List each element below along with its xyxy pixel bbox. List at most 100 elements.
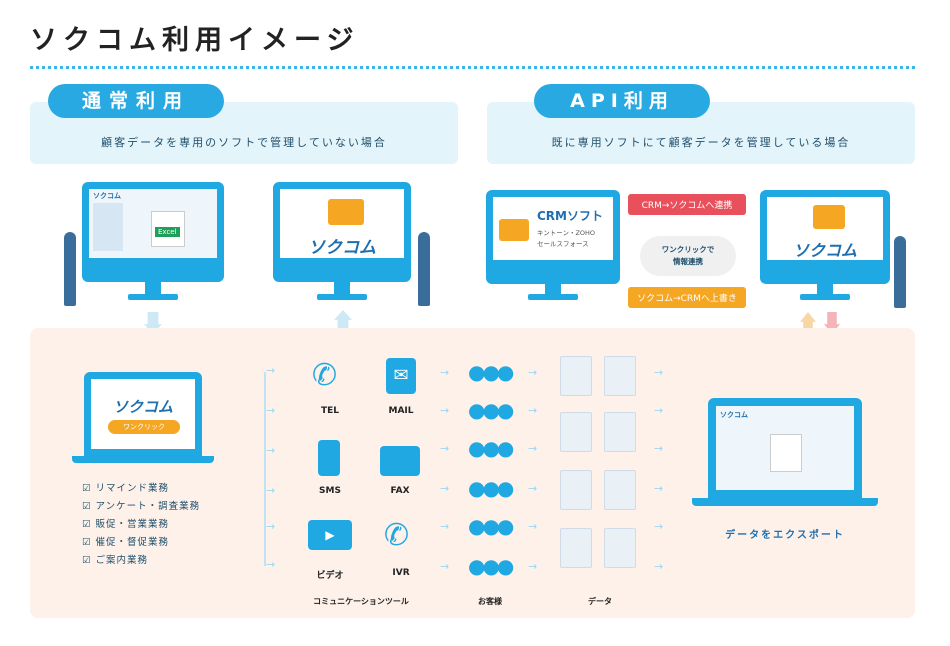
flow-arrow-icon: → bbox=[440, 404, 450, 417]
data-document-icon bbox=[604, 356, 636, 396]
export-file-icon bbox=[770, 434, 802, 472]
folder-icon bbox=[499, 219, 529, 241]
flow-arrow-icon: → bbox=[528, 442, 538, 455]
cloud-text-1: ワンクリックで bbox=[661, 245, 715, 254]
laptop-export: ソクコム bbox=[708, 398, 862, 498]
sync-cloud bbox=[640, 236, 736, 276]
flow-arrow-icon: → bbox=[528, 560, 538, 573]
monitor-stand bbox=[817, 284, 833, 296]
fax-icon bbox=[380, 446, 420, 476]
monitor-stand bbox=[334, 282, 350, 296]
brand-mini-label: ソクコム bbox=[720, 411, 748, 419]
task-item: ☑ ご案内業務 bbox=[82, 555, 149, 566]
laptop-base bbox=[692, 498, 878, 506]
flow-arrow-icon: → bbox=[440, 560, 450, 573]
monitor-base bbox=[128, 294, 178, 300]
crm-sub-2: セールスフォース bbox=[537, 240, 589, 248]
normal-use-pill: 通常利用 bbox=[48, 84, 224, 118]
title-divider bbox=[30, 66, 915, 69]
page-title: ソクコム利用イメージ bbox=[30, 25, 360, 56]
branch-arrow-icon: → bbox=[266, 484, 276, 497]
monitor-base bbox=[800, 294, 850, 300]
brand-logo: ソクコム bbox=[308, 238, 376, 258]
flow-arrow-icon: → bbox=[440, 482, 450, 495]
flow-arrow-icon: → bbox=[654, 366, 664, 379]
folder-icon bbox=[328, 199, 364, 225]
branch-arrow-icon: → bbox=[266, 404, 276, 417]
customers-caption: お客様 bbox=[478, 597, 502, 606]
monitor-base bbox=[317, 294, 367, 300]
data-document-icon bbox=[604, 412, 636, 452]
sokucom-to-crm-badge: ソクコム→CRMへ上書き bbox=[628, 287, 746, 308]
person-figure bbox=[418, 232, 430, 306]
cloud-text-2: 情報連携 bbox=[673, 257, 703, 266]
mail-icon: ✉ bbox=[386, 358, 416, 394]
data-document-icon bbox=[560, 528, 592, 568]
mail-label: MAIL bbox=[388, 406, 414, 416]
branch-arrow-icon: → bbox=[266, 444, 276, 457]
laptop-base bbox=[72, 456, 214, 463]
monitor-crm: CRMソフト キントーン・ZOHO セールスフォース bbox=[486, 190, 620, 300]
crm-sub-1: キントーン・ZOHO bbox=[537, 229, 596, 237]
export-label: データをエクスポート bbox=[725, 530, 845, 541]
monitor-base bbox=[528, 294, 578, 300]
sms-icon bbox=[318, 440, 340, 476]
api-use-desc: 既に専用ソフトにて顧客データを管理している場合 bbox=[551, 136, 851, 149]
flow-arrow-icon: → bbox=[440, 442, 450, 455]
ivr-label: IVR bbox=[392, 568, 410, 578]
branch-line bbox=[264, 372, 266, 566]
task-item: ☑ リマインド業務 bbox=[82, 483, 170, 494]
brand-logo: ソクコム bbox=[112, 398, 173, 416]
brand-mini-label: ソクコム bbox=[93, 192, 121, 200]
customers-icon: ●●● bbox=[468, 514, 514, 538]
monitor-sokucom-api: ソクコム bbox=[760, 190, 890, 300]
data-caption: データ bbox=[588, 597, 612, 606]
normal-use-desc: 顧客データを専用のソフトで管理していない場合 bbox=[101, 136, 387, 149]
api-use-pill: API利用 bbox=[534, 84, 710, 118]
flow-arrow-icon: → bbox=[654, 442, 664, 455]
fax-label: FAX bbox=[390, 486, 410, 496]
sms-label: SMS bbox=[319, 486, 341, 496]
data-document-icon bbox=[560, 356, 592, 396]
one-click-button[interactable]: ワンクリック bbox=[108, 420, 180, 434]
up-arrow-icon bbox=[334, 310, 352, 332]
monitor-stand bbox=[145, 282, 161, 296]
person-figure bbox=[894, 236, 906, 308]
data-document-icon bbox=[604, 470, 636, 510]
customers-icon: ●●● bbox=[468, 476, 514, 500]
brand-logo: ソクコム bbox=[792, 241, 857, 260]
task-item: ☑ アンケート・調査業務 bbox=[82, 501, 201, 512]
customers-icon: ●●● bbox=[468, 360, 514, 384]
branch-arrow-icon: → bbox=[266, 520, 276, 533]
customers-icon: ●●● bbox=[468, 398, 514, 422]
flow-arrow-icon: → bbox=[654, 482, 664, 495]
monitor-stand bbox=[545, 284, 561, 296]
data-document-icon bbox=[604, 528, 636, 568]
flow-arrow-icon: → bbox=[440, 520, 450, 533]
task-item: ☑ 催促・督促業務 bbox=[82, 537, 170, 548]
phone-icon: ✆ bbox=[312, 358, 338, 393]
video-label: ビデオ bbox=[316, 571, 344, 581]
sidebar-graphic bbox=[93, 203, 123, 251]
data-document-icon bbox=[560, 412, 592, 452]
flow-arrow-icon: → bbox=[654, 560, 664, 573]
crm-name: CRMソフト bbox=[537, 209, 603, 223]
monitor-excel: ソクコム Excel bbox=[82, 182, 224, 300]
customers-icon: ●●● bbox=[468, 436, 514, 460]
excel-badge: Excel bbox=[155, 227, 180, 237]
folder-icon bbox=[813, 205, 845, 229]
flow-arrow-icon: → bbox=[528, 404, 538, 417]
flow-arrow-icon: → bbox=[528, 366, 538, 379]
tel-label: TEL bbox=[320, 406, 340, 416]
flow-arrow-icon: → bbox=[440, 366, 450, 379]
task-item: ☑ 販促・営業業務 bbox=[82, 519, 170, 530]
person-figure bbox=[64, 232, 76, 306]
flow-arrow-icon: → bbox=[654, 520, 664, 533]
tools-caption: コミュニケーションツール bbox=[313, 597, 409, 606]
monitor-sokucom: ソクコム bbox=[273, 182, 411, 300]
customers-icon: ●●● bbox=[468, 554, 514, 578]
laptop-sokucom: ソクコム ワンクリック bbox=[84, 372, 202, 456]
crm-to-sokucom-badge: CRM→ソクコムへ連携 bbox=[628, 194, 746, 215]
flow-arrow-icon: → bbox=[654, 404, 664, 417]
data-document-icon bbox=[560, 470, 592, 510]
